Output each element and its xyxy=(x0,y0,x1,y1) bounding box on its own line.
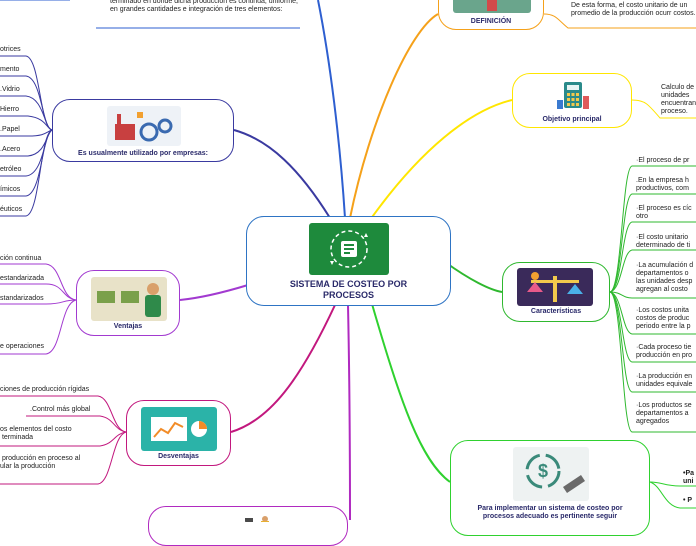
ventaja-item: e operaciones xyxy=(0,343,44,350)
caracteristica-item: ·La acumulación d departamentos o las un… xyxy=(636,262,694,293)
dollar-cycle-icon: $ xyxy=(513,447,589,501)
process-cycle-icon xyxy=(309,223,389,275)
calculator-icon xyxy=(556,80,590,112)
central-title: SISTEMA DE COSTEO POR PROCESOS xyxy=(289,279,408,300)
empresas-node[interactable]: Es usualmente utilizado por empresas: xyxy=(52,99,234,162)
analytics-icon xyxy=(141,407,217,451)
connector-desventajas xyxy=(230,304,336,433)
desventaja-item: .Control más global xyxy=(30,406,91,413)
top-note: terminado en donde dicha producción es c… xyxy=(110,0,298,13)
ventaja-item: ción continua xyxy=(0,255,42,262)
bottom-node[interactable] xyxy=(148,506,348,546)
connector-objetivo xyxy=(369,99,513,221)
implementar-label: Para implementar un sistema de costeo po… xyxy=(477,505,623,520)
definicion-label: DEFINICIÓN xyxy=(470,18,512,25)
empresa-item: Hierro xyxy=(0,106,20,113)
empresa-item: otrices xyxy=(0,46,21,53)
connector-ventajas xyxy=(179,284,249,301)
connector-empresas xyxy=(233,129,331,219)
caracteristica-item: ·Los costos unita costos de produc perio… xyxy=(636,307,691,330)
desventajas-label: Desventajas xyxy=(158,453,199,460)
connector-top xyxy=(317,0,346,219)
connector-implementar xyxy=(371,303,451,483)
desventaja-item: os elementos del costo terminada xyxy=(0,426,72,441)
connector-bottom xyxy=(347,304,351,520)
implementar-item: • P xyxy=(683,497,693,504)
empresas-leaf-lines xyxy=(0,55,53,217)
caracteristicas-label: Características xyxy=(530,308,582,315)
caracteristicas-node[interactable]: Características xyxy=(502,262,610,322)
desventaja-item: ciones de producción rígidas xyxy=(0,386,90,393)
connector-caracteristicas xyxy=(444,261,503,293)
objetivo-leaf-line xyxy=(631,99,696,119)
caracteristica-item: ·El costo unitario determinado de ti xyxy=(636,234,691,249)
caracteristica-item: ·La producción en unidades equivale xyxy=(636,373,693,388)
money-exchange-icon xyxy=(91,277,167,321)
central-node[interactable]: SISTEMA DE COSTEO POR PROCESOS xyxy=(246,216,451,306)
definicion-node[interactable]: DEFINICIÓN xyxy=(438,0,544,30)
document-icon xyxy=(453,0,531,13)
empresa-item: etróleo xyxy=(0,166,22,173)
implementar-leaf-lines xyxy=(649,481,696,509)
objetivo-label: Objetivo principal xyxy=(542,116,602,123)
factory-gears-icon xyxy=(107,106,181,146)
empresa-item: éuticos xyxy=(0,206,23,213)
implementar-item: •Pa uni xyxy=(683,470,695,485)
ventajas-node[interactable]: Ventajas xyxy=(76,270,180,336)
empresa-item: mento xyxy=(0,66,20,73)
caracteristica-item: ·El proceso de pr xyxy=(636,157,690,164)
empresa-item: .Acero xyxy=(0,146,21,153)
definicion-note: De esta forma, el costo unitario de un p… xyxy=(571,2,696,17)
caracteristica-item: ·El proceso es cíc otro xyxy=(636,205,692,220)
definicion-leaf-line xyxy=(543,13,696,29)
ventajas-label: Ventajas xyxy=(113,323,143,330)
ventaja-item: estandarizada xyxy=(0,275,44,282)
desventajas-node[interactable]: Desventajas xyxy=(126,400,231,466)
desventajas-leaf-lines xyxy=(0,395,127,485)
desventaja-item: producción en proceso al ular la producc… xyxy=(0,455,81,470)
balance-scale-icon xyxy=(517,268,593,306)
mind-map-canvas xyxy=(0,0,696,520)
empresa-item: ímicos xyxy=(0,186,21,193)
empresas-label: Es usualmente utilizado por empresas: xyxy=(78,150,208,157)
caracteristica-item: .En la empresa h productivos, com xyxy=(636,177,689,192)
ventaja-item: standarizados xyxy=(0,295,44,302)
objetivo-note: Calculo de unidades encuentran proceso. xyxy=(661,84,696,115)
ventajas-leaf-lines xyxy=(0,263,77,355)
empresa-item: .Papel xyxy=(0,126,20,133)
objetivo-node[interactable]: Objetivo principal xyxy=(512,73,632,128)
svg-text:$: $ xyxy=(538,461,548,481)
caracteristicas-leaf-lines xyxy=(609,165,696,433)
caracteristica-item: ·Los productos se departamentos a agrega… xyxy=(636,402,692,425)
empresa-item: .Vidrio xyxy=(0,86,20,93)
connector-definicion xyxy=(349,13,439,219)
caracteristica-item: ·Cada proceso tie producción en pro xyxy=(636,344,693,359)
people-icon xyxy=(243,512,275,522)
implementar-node[interactable]: $ Para implementar un sistema de costeo … xyxy=(450,440,650,536)
